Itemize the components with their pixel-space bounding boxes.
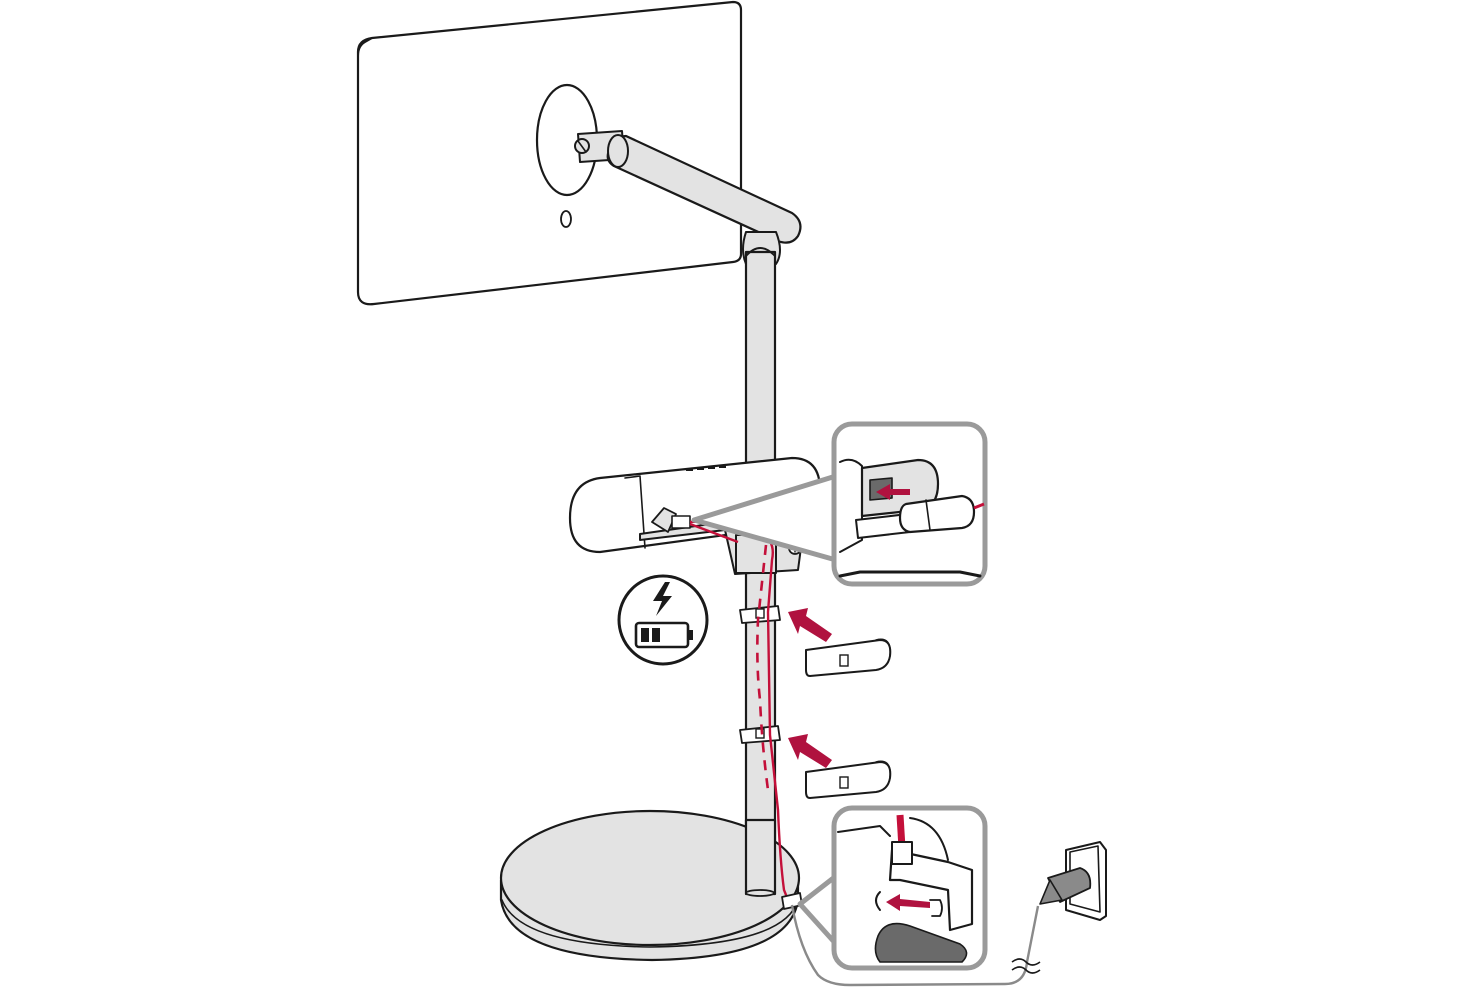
dc-cable-lower — [689, 522, 739, 544]
power-plug-icon — [1039, 867, 1092, 905]
detail-dc-plug — [898, 494, 976, 534]
pole-foot — [745, 889, 775, 897]
battery-connector-port — [671, 515, 691, 529]
pole-base-section — [744, 818, 777, 896]
base-cable-clip-detail — [797, 805, 988, 971]
lightning-bolt-icon — [653, 582, 672, 616]
clip-install-lower — [788, 734, 892, 799]
battery-connector-detail — [691, 421, 988, 587]
detail-clip-body — [888, 848, 974, 932]
power-cord-line — [790, 904, 1040, 987]
arm-hinge-pin-detail — [577, 140, 587, 153]
power-cord — [790, 904, 1041, 987]
base-seam — [501, 899, 799, 948]
detail-arrow — [876, 484, 910, 500]
callout-pointer-lower — [797, 873, 839, 947]
detail-grip — [874, 922, 968, 963]
detail-base-arrow — [886, 894, 930, 911]
pole-top-cap — [745, 247, 776, 257]
lightning-battery-icon — [617, 574, 709, 666]
dc-cable-hidden — [756, 544, 770, 791]
stand-base — [499, 809, 801, 962]
battery-top-edge — [624, 475, 646, 549]
battery-connector — [651, 507, 677, 533]
upper-cable-clip — [739, 605, 781, 624]
wall-outlet-icon — [1039, 841, 1107, 921]
battery-indicator-dots — [686, 465, 726, 471]
base-top — [499, 809, 801, 947]
arm-beam-end — [607, 134, 629, 168]
insert-arrow-upper — [788, 608, 832, 642]
power-cord-break — [1011, 958, 1041, 974]
insert-arrow-lower — [788, 734, 832, 768]
callout-frame-lower — [831, 805, 988, 971]
clip-install-upper — [788, 608, 892, 677]
monitor-button — [560, 210, 572, 228]
monitor-edge — [357, 37, 373, 57]
monitor — [356, 0, 743, 306]
